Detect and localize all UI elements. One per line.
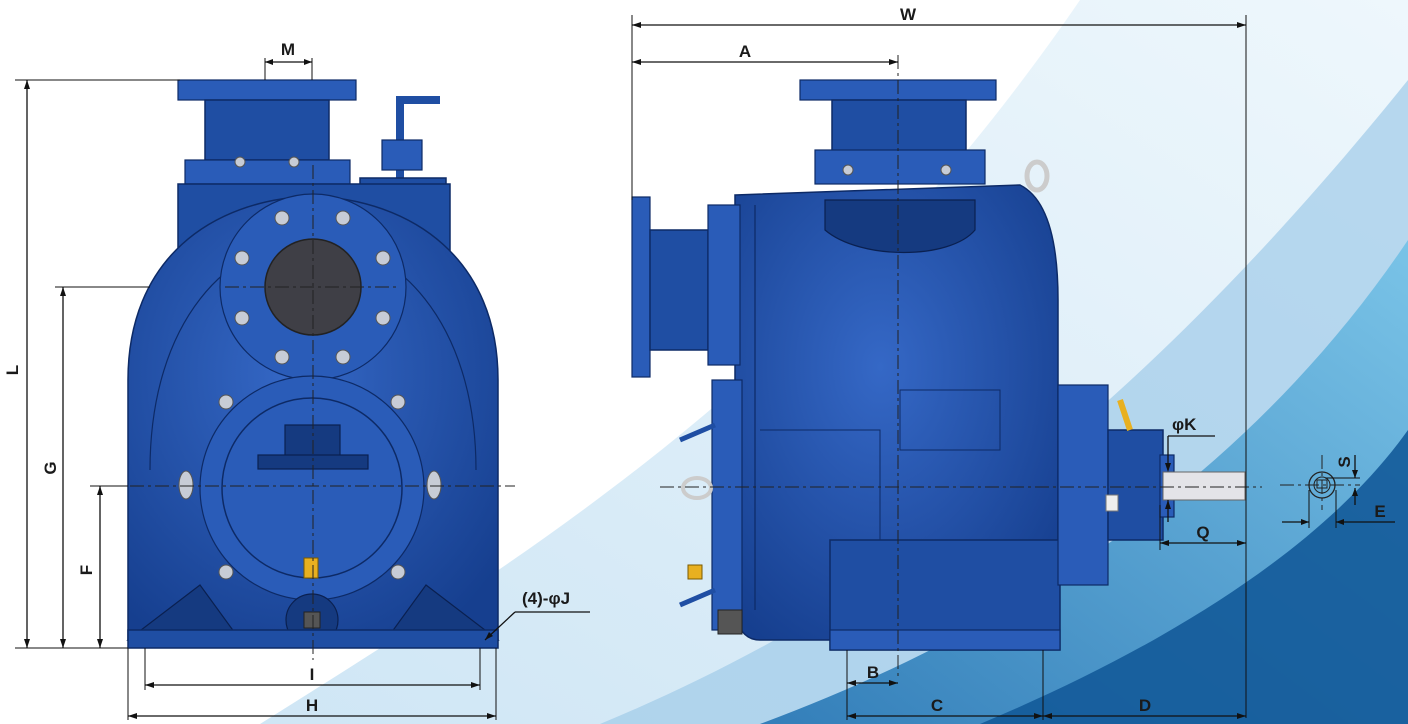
label-a: A (739, 42, 751, 61)
dimension-d: D (1043, 696, 1246, 719)
dimension-q: Q (1159, 505, 1246, 550)
dimension-l: L (3, 79, 180, 649)
label-i: I (310, 665, 315, 684)
dimension-j: (4)-φJ (484, 589, 590, 641)
shaft-keyway-detail (1280, 455, 1360, 510)
label-q: Q (1196, 523, 1209, 542)
label-m: M (281, 40, 295, 59)
label-c: C (931, 696, 943, 715)
dimension-c: C (847, 650, 1044, 720)
dimension-i: I (144, 648, 481, 690)
dimension-k: φK (1165, 415, 1215, 522)
dimension-w: W (631, 5, 1247, 718)
label-e: E (1374, 502, 1385, 521)
label-l: L (3, 365, 22, 375)
dimension-g: G (41, 286, 150, 648)
label-b: B (867, 663, 879, 682)
label-j: (4)-φJ (522, 589, 570, 608)
dimension-m: M (264, 40, 313, 80)
label-d: D (1139, 696, 1151, 715)
pump-side-view (631, 79, 1246, 651)
dimension-s: S (1325, 455, 1360, 505)
dimension-e: E (1282, 490, 1395, 528)
dimension-h: H (127, 648, 497, 720)
label-k: φK (1172, 415, 1197, 434)
dimension-a: A (632, 42, 898, 65)
label-s: S (1335, 456, 1354, 467)
dimension-b: B (846, 650, 898, 720)
label-g: G (41, 461, 60, 474)
label-h: H (306, 696, 318, 715)
label-f: F (77, 565, 96, 575)
label-w: W (900, 5, 917, 24)
dimension-f: F (77, 485, 128, 648)
